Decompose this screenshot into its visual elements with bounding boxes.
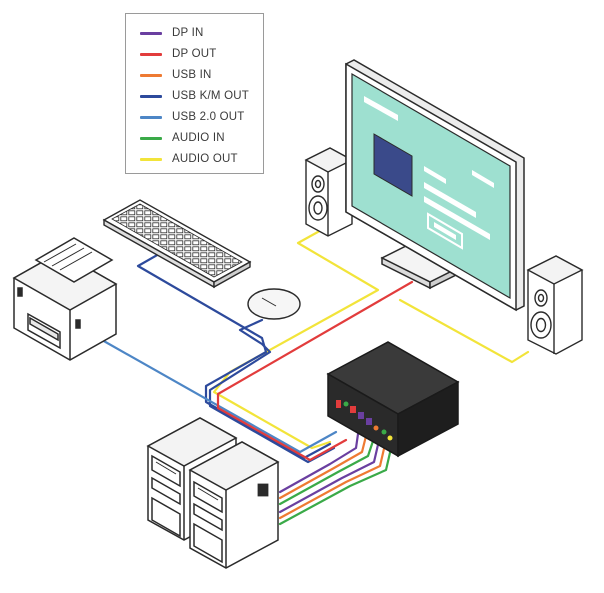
legend-label: DP IN (172, 27, 204, 39)
cable-audio-in-2 (278, 442, 394, 526)
legend-label: USB IN (172, 69, 212, 81)
printer (12, 237, 118, 361)
legend-label: USB K/M OUT (172, 90, 249, 102)
legend-swatch (140, 52, 162, 56)
kvm-switch-ports (336, 400, 393, 441)
legend-item-audio-in: AUDIO IN (140, 131, 225, 145)
legend-label: AUDIO OUT (172, 153, 238, 165)
legend-swatch (140, 73, 162, 77)
keyboard (102, 199, 252, 289)
monitor-screen-content (364, 96, 494, 250)
cable-usb20-printer (100, 338, 338, 454)
cable-legend: DP IN DP OUT USB IN USB K/M OUT USB 2.0 … (125, 13, 264, 174)
legend-item-usb20-out: USB 2.0 OUT (140, 110, 245, 124)
legend-swatch (140, 136, 162, 140)
legend-swatch (140, 31, 162, 35)
speaker-right (526, 255, 584, 355)
legend-item-usb-in: USB IN (140, 68, 212, 82)
kvm-switch (326, 341, 460, 458)
legend-label: AUDIO IN (172, 132, 225, 144)
legend-label: USB 2.0 OUT (172, 111, 245, 123)
speaker-left (304, 147, 354, 237)
legend-item-dp-out: DP OUT (140, 47, 216, 61)
cable-usb-in-1 (278, 426, 370, 500)
monitor (345, 59, 525, 312)
cable-audio-out-right-speaker (398, 298, 530, 364)
legend-item-usb-km-out: USB K/M OUT (140, 89, 249, 103)
mouse (247, 288, 301, 320)
cable-audio-in-1 (278, 430, 378, 506)
computer-2 (188, 441, 280, 569)
cable-usb-keyboard (136, 248, 332, 460)
legend-swatch (140, 157, 162, 161)
legend-swatch (140, 115, 162, 119)
legend-item-dp-in: DP IN (140, 26, 203, 40)
cable-usb-in-2 (278, 438, 388, 520)
legend-label: DP OUT (172, 48, 217, 60)
cable-usb-mouse (208, 318, 336, 464)
cable-dp-in-2 (278, 434, 382, 514)
cables (100, 226, 530, 526)
legend-swatch (140, 94, 162, 98)
cable-dp-out-monitor (216, 280, 414, 462)
legend-item-audio-out: AUDIO OUT (140, 152, 238, 166)
